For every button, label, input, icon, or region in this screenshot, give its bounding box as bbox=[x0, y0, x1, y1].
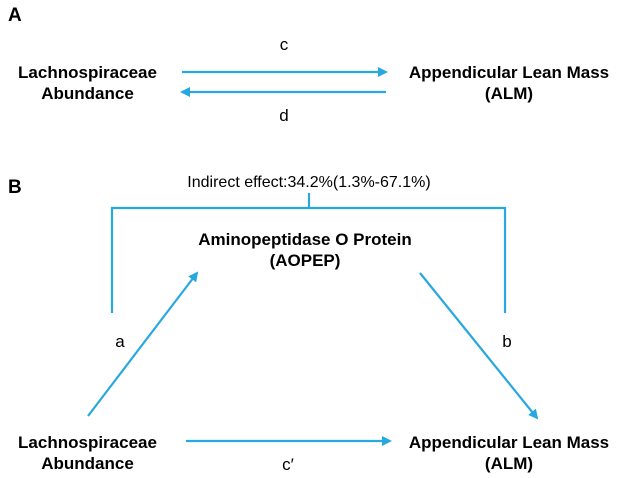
edge-d-label: d bbox=[279, 106, 289, 125]
panel-b-mediator-line1: Aminopeptidase O Protein bbox=[198, 230, 412, 249]
panel-a-target-line2: (ALM) bbox=[484, 84, 534, 103]
panel-b-target-line1: Appendicular Lean Mass bbox=[408, 433, 610, 452]
panel-a-source-line2: Abundance bbox=[41, 84, 134, 103]
panel-b-source-node: Lachnospiraceae Abundance bbox=[10, 432, 165, 474]
edge-a-arrow bbox=[87, 271, 199, 417]
indirect-effect-bracket bbox=[110, 193, 507, 313]
edge-direct-label: c′ bbox=[282, 455, 294, 474]
edge-b-label: b bbox=[502, 332, 512, 351]
panel-b-mediator-node: Aminopeptidase O Protein (AOPEP) bbox=[175, 229, 435, 271]
panel-a-target-line1: Appendicular Lean Mass bbox=[408, 63, 610, 82]
panel-a-source-line1: Lachnospiraceae bbox=[18, 63, 157, 82]
panel-b-mediator-line2: (AOPEP) bbox=[269, 251, 341, 270]
edge-a-label: a bbox=[115, 332, 125, 351]
panel-a-target-node: Appendicular Lean Mass (ALM) bbox=[398, 62, 620, 104]
panel-b-target-node: Appendicular Lean Mass (ALM) bbox=[398, 432, 620, 474]
panel-b-label: B bbox=[8, 177, 22, 198]
panel-b-source-line2: Abundance bbox=[41, 454, 134, 473]
edge-b-arrow bbox=[419, 272, 539, 420]
edge-c-label: c bbox=[279, 35, 289, 54]
panel-b-source-line1: Lachnospiraceae bbox=[18, 433, 157, 452]
panel-a-source-node: Lachnospiraceae Abundance bbox=[10, 62, 165, 104]
panel-a-label: A bbox=[8, 5, 22, 26]
indirect-effect-label: Indirect effect:34.2%(1.3%-67.1%) bbox=[187, 174, 431, 191]
panel-b-target-line2: (ALM) bbox=[484, 454, 534, 473]
